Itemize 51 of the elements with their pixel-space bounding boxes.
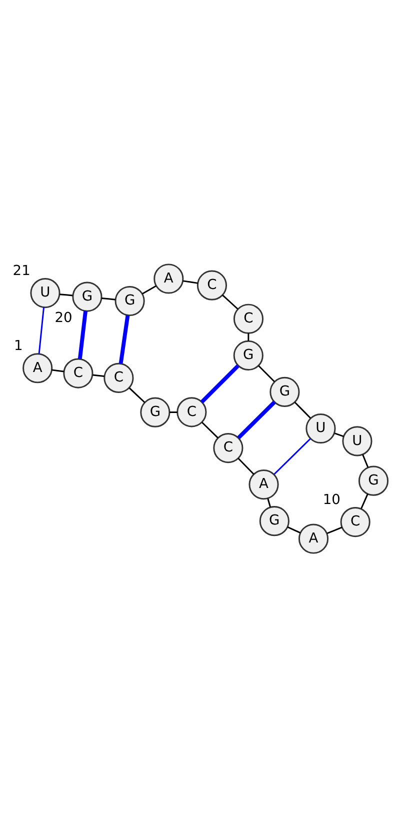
connector (274, 438, 311, 475)
connector (326, 526, 342, 534)
node-circle: G (259, 506, 290, 536)
node-circle: C (176, 397, 207, 428)
connector (258, 365, 275, 382)
connector (102, 297, 116, 300)
connector (52, 369, 64, 372)
node-circle: G (114, 286, 145, 316)
connector (60, 294, 73, 296)
connector (267, 498, 271, 508)
connector (78, 310, 88, 360)
node-circle: C (213, 433, 244, 464)
connector (92, 374, 104, 378)
connector (362, 454, 369, 468)
connector (287, 526, 301, 534)
node-circle: G (358, 466, 389, 496)
node-circle: G (72, 282, 102, 312)
node-circle: A (22, 353, 53, 384)
node-label: 21 (12, 262, 30, 279)
node-circle: A (154, 264, 184, 294)
node-circle: C (233, 304, 264, 334)
node-label: 10 (322, 492, 340, 508)
connector (182, 280, 198, 284)
node-circle: G (140, 397, 170, 428)
node-circle: G (233, 340, 264, 370)
node-circle: G (270, 376, 300, 407)
node-label: 20 (54, 310, 72, 326)
connector (38, 307, 45, 354)
node-circle: C (340, 507, 370, 538)
node-label: 1 (14, 338, 23, 354)
connector (170, 412, 178, 413)
node-circle: C (104, 362, 134, 393)
connector (200, 364, 240, 404)
connector (128, 388, 146, 403)
connector (118, 315, 130, 364)
connector (237, 400, 276, 440)
connector (334, 432, 344, 438)
connector (248, 333, 250, 341)
connector (360, 494, 368, 509)
node-circle: U (342, 426, 372, 456)
connector (222, 294, 238, 310)
node-circle: U (30, 278, 60, 308)
connector (294, 402, 312, 419)
node-circle: C (63, 358, 94, 388)
node-circle: A (248, 470, 279, 500)
node-circle: C (196, 270, 227, 300)
connector (202, 422, 218, 438)
node-circle: U (306, 413, 336, 444)
connector (238, 458, 254, 475)
connector (142, 285, 156, 294)
node-circle: A (298, 524, 329, 554)
